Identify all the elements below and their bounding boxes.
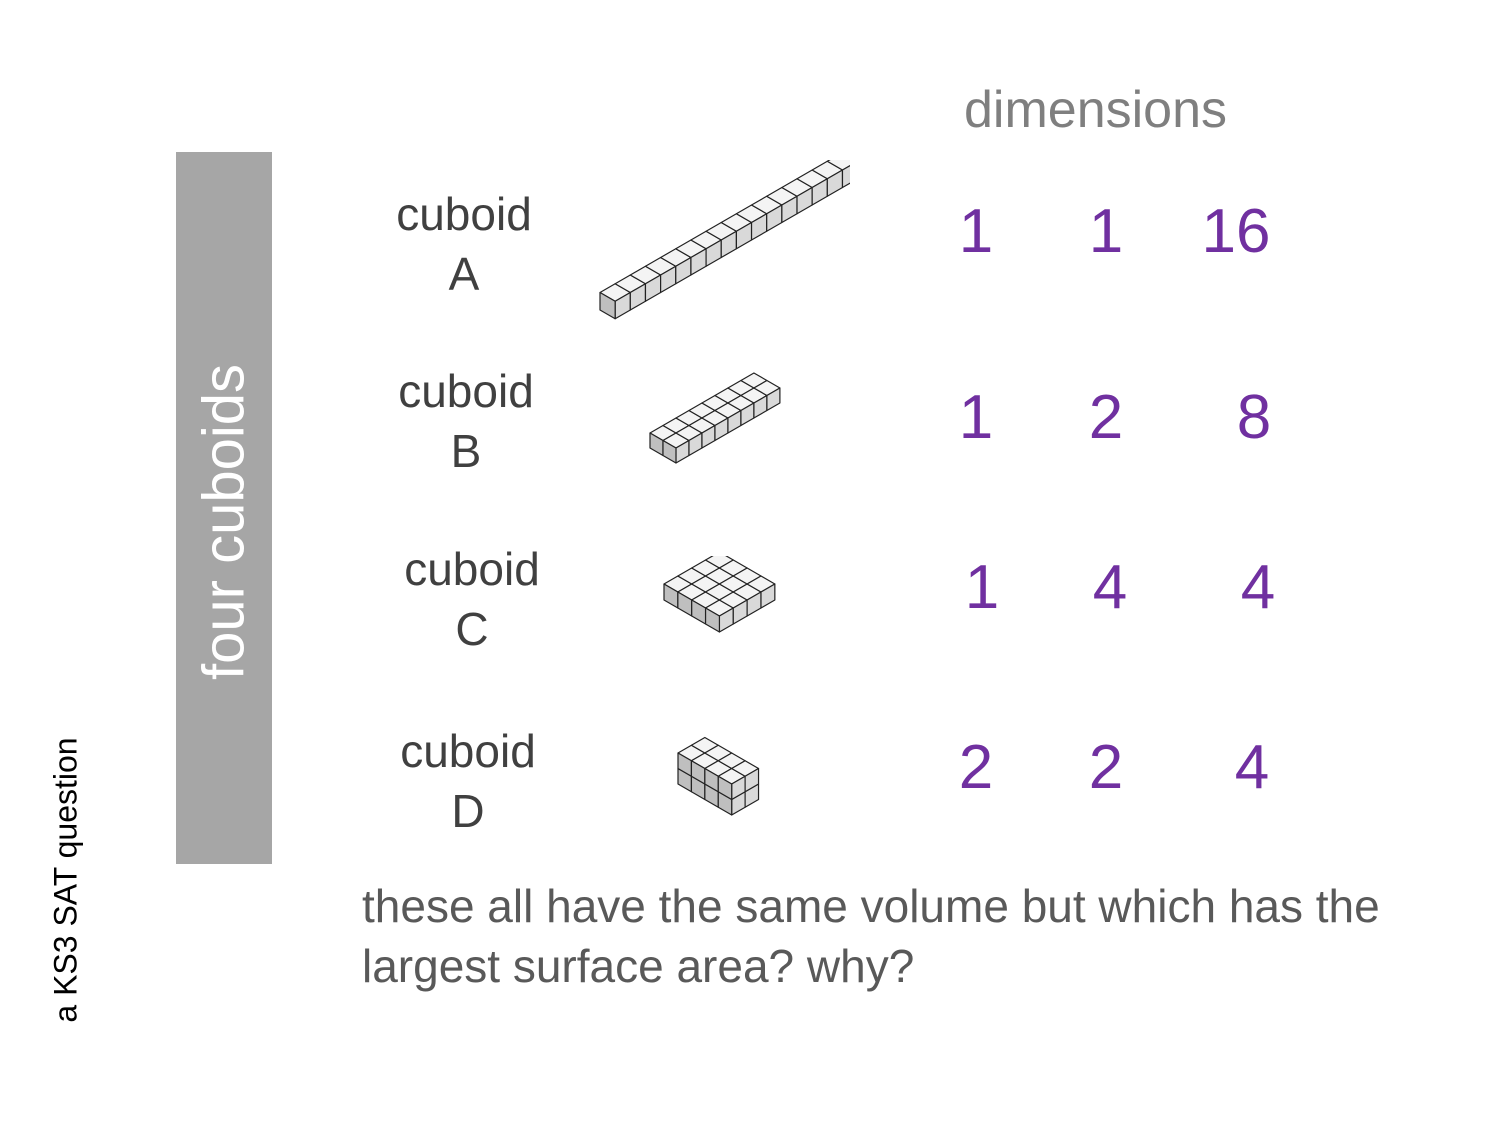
dimension-value: 1 [958, 383, 994, 452]
cuboid-word: cuboid [400, 725, 536, 777]
dimension-value: 2 [1088, 733, 1124, 802]
slide-title: four cuboids [191, 364, 257, 680]
dimension-value: 4 [1240, 553, 1276, 622]
cuboid-word: cuboid [398, 365, 534, 417]
title-bar: four cuboids [176, 152, 272, 864]
side-caption: a KS3 SAT question [47, 737, 84, 1023]
cuboid-label: cuboid C [362, 539, 582, 659]
dimension-value: 16 [1201, 197, 1271, 266]
cuboid-letter: B [450, 425, 482, 477]
cube-slab-1x2x8-icon [649, 372, 781, 464]
cuboid-label: cuboid A [354, 184, 574, 304]
cuboid-letter: A [448, 248, 480, 300]
dimensions-header: dimensions [964, 81, 1228, 139]
cuboid-letter: C [455, 603, 489, 655]
cuboid-label: cuboid D [358, 721, 578, 841]
cube-block-2x2x4-icon [677, 736, 760, 816]
dimension-value: 1 [1088, 197, 1124, 266]
dimension-value: 8 [1236, 383, 1272, 452]
dimension-value: 4 [1092, 553, 1128, 622]
cube-row-1x1x16-icon [599, 160, 850, 320]
cuboid-letter: D [451, 785, 485, 837]
dimension-value: 1 [964, 553, 1000, 622]
cube-slab-1x4x4-icon [663, 556, 776, 633]
dimension-value: 2 [958, 733, 994, 802]
cuboid-word: cuboid [404, 543, 540, 595]
cuboid-label: cuboid B [356, 361, 576, 481]
question-text: these all have the same volume but which… [362, 880, 1380, 992]
dimension-value: 1 [958, 197, 994, 266]
dimension-value: 2 [1088, 383, 1124, 452]
dimension-value: 4 [1234, 733, 1270, 802]
cuboid-word: cuboid [396, 188, 532, 240]
